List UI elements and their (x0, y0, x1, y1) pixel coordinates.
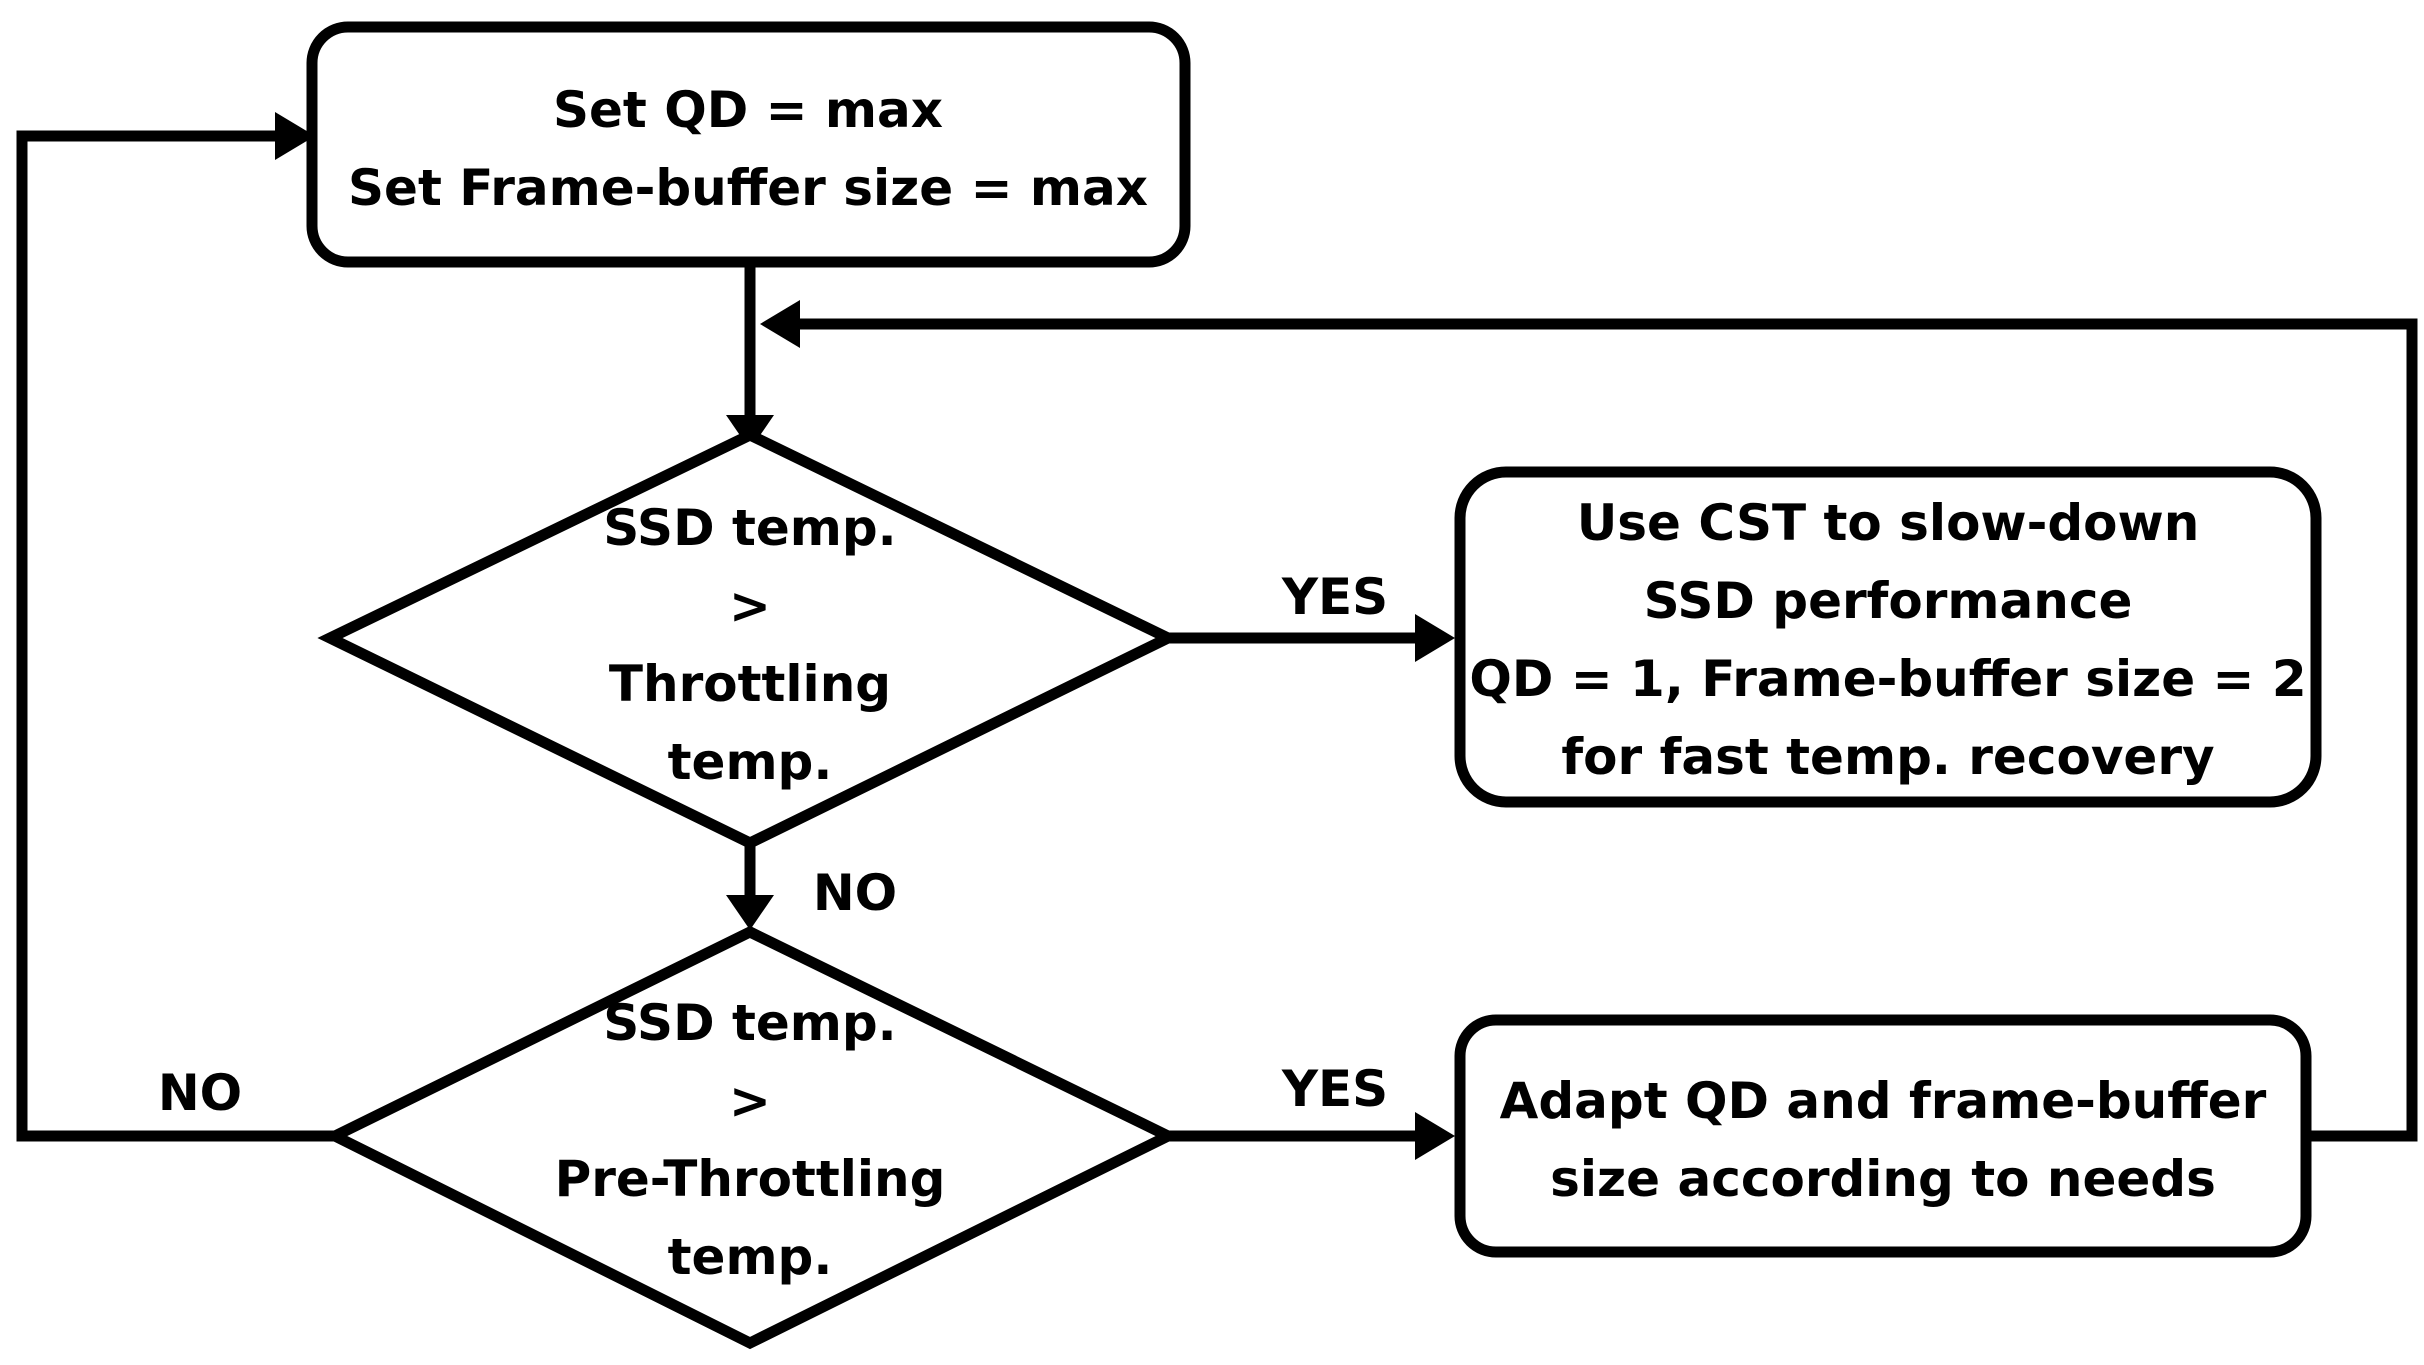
arrowhead-throttle-yes (1415, 614, 1455, 662)
init-box (306, 21, 1191, 268)
connector-adapt-loop (795, 318, 2418, 1142)
decision-throttling-diamond (317, 428, 1181, 850)
arrowhead-loop-to-init (275, 112, 315, 160)
arrowhead-throttle-no (726, 895, 774, 930)
throttle-decision-line-4: temp. (668, 733, 833, 791)
throttle-decision-line-2: > (729, 577, 771, 635)
decision-pre-throttling-diamond (322, 925, 1181, 1350)
pre-throttle-decision-line-2: > (729, 1072, 771, 1130)
throttle-decision-line-1: SSD temp. (603, 499, 896, 557)
throttle-decision-line-3: Throttling (609, 655, 891, 713)
cst-box-line-1: Use CST to slow-down (1577, 494, 2200, 552)
init-box-line-1: Set QD = max (553, 81, 943, 139)
adapt-box-line-2: size according to needs (1550, 1150, 2216, 1208)
cst-box-line-4: for fast temp. recovery (1561, 728, 2214, 786)
cst-box (1454, 466, 2322, 808)
arrowhead-pre-throttle-yes (1415, 1112, 1455, 1160)
edge-label-throttle-yes: YES (1281, 568, 1388, 626)
adapt-box (1454, 1014, 2312, 1258)
edge-label-throttle-no: NO (813, 864, 897, 922)
arrowhead-adapt-loop (760, 300, 800, 348)
init-box-line-2: Set Frame-buffer size = max (348, 159, 1148, 217)
pre-throttle-decision-line-3: Pre-Throttling (555, 1150, 946, 1208)
edge-label-pre-throttle-yes: YES (1281, 1060, 1388, 1118)
cst-box-line-2: SSD performance (1644, 572, 2133, 630)
cst-box-line-3: QD = 1, Frame-buffer size = 2 (1469, 650, 2306, 708)
connector-pre-throttle-no-loop (16, 130, 335, 1142)
adapt-box-line-1: Adapt QD and frame-buffer (1500, 1072, 2267, 1130)
pre-throttle-decision-line-1: SSD temp. (603, 994, 896, 1052)
pre-throttle-decision-line-4: temp. (668, 1228, 833, 1286)
edge-label-pre-throttle-no: NO (158, 1064, 242, 1122)
